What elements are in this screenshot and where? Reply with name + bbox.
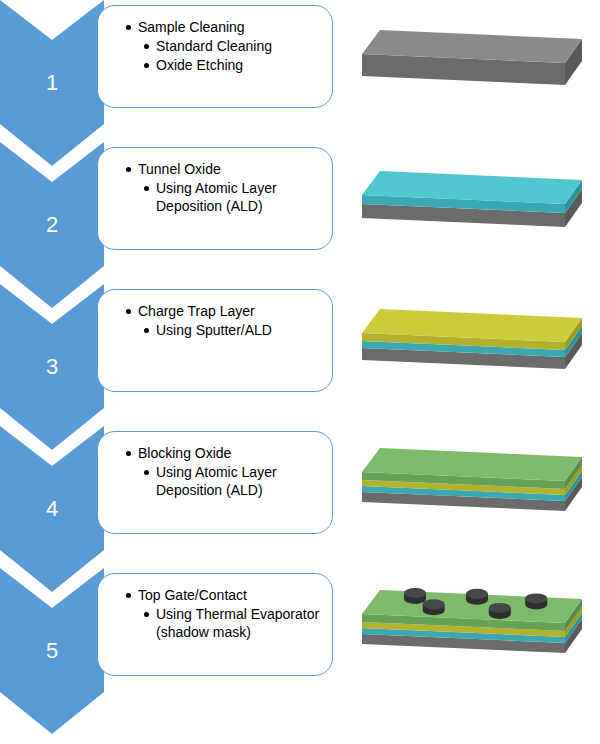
bullet-text: Standard Cleaning — [156, 38, 272, 54]
layer-stack — [362, 309, 582, 369]
bullet-dot — [126, 309, 131, 314]
step-detail: Standard Cleaning — [156, 37, 320, 55]
bullet-text: Tunnel Oxide — [138, 161, 221, 177]
step-detail: Oxide Etching — [156, 56, 320, 74]
step-detail: Using Thermal Evaporator (shadow mask) — [156, 605, 320, 641]
bullet-dot — [144, 470, 149, 475]
step-chevron: 3 — [0, 284, 104, 450]
contact-top — [525, 593, 547, 603]
step-heading: Tunnel Oxide — [138, 160, 320, 178]
step-chevron: 5 — [0, 568, 104, 734]
layer-stack — [362, 30, 582, 85]
step-number: 5 — [0, 638, 104, 664]
bullet-text: Using Thermal Evaporator (shadow mask) — [156, 606, 319, 640]
step-heading: Charge Trap Layer — [138, 302, 320, 320]
contact-top — [423, 599, 445, 609]
bullet-text: Charge Trap Layer — [138, 303, 255, 319]
step-chevron: 4 — [0, 426, 104, 592]
bullet-dot — [144, 612, 149, 617]
chevron-fill — [0, 426, 104, 592]
layer-stack — [362, 448, 582, 511]
step-number: 2 — [0, 212, 104, 238]
step-box: Sample CleaningStandard CleaningOxide Et… — [97, 5, 333, 108]
bullet-dot — [126, 451, 131, 456]
bullet-dot — [144, 328, 149, 333]
step-detail: Using Atomic Layer Deposition (ALD) — [156, 463, 320, 499]
step-box: Blocking OxideUsing Atomic Layer Deposit… — [97, 431, 333, 534]
bullet-text: Using Sputter/ALD — [156, 322, 272, 338]
layer-top — [362, 171, 582, 204]
bullet-dot — [144, 186, 149, 191]
step-number: 3 — [0, 354, 104, 380]
layer-stack — [362, 171, 582, 227]
layer-top — [362, 309, 582, 342]
step-detail: Using Sputter/ALD — [156, 321, 320, 339]
step-chevron: 1 — [0, 0, 104, 166]
bullet-text: Sample Cleaning — [138, 19, 245, 35]
step-chevron: 2 — [0, 142, 104, 308]
bullet-text: Using Atomic Layer Deposition (ALD) — [156, 464, 277, 498]
contact-top — [404, 588, 426, 598]
bullet-dot — [126, 25, 131, 30]
step-box: Charge Trap LayerUsing Sputter/ALD — [97, 289, 333, 392]
bullet-text: Blocking Oxide — [138, 445, 231, 461]
layer-top — [362, 30, 582, 63]
contact-top — [489, 603, 511, 613]
step-box: Tunnel OxideUsing Atomic Layer Depositio… — [97, 147, 333, 250]
contact-top — [466, 589, 488, 599]
bullet-dot — [126, 167, 131, 172]
step-number: 1 — [0, 70, 104, 96]
step-box: Top Gate/ContactUsing Thermal Evaporator… — [97, 573, 333, 676]
layer-stack — [362, 588, 582, 653]
chevron-fill — [0, 0, 104, 166]
bullet-text: Using Atomic Layer Deposition (ALD) — [156, 180, 277, 214]
chevron-fill — [0, 568, 104, 734]
layer-top — [362, 448, 582, 481]
bullet-text: Oxide Etching — [156, 57, 243, 73]
step-heading: Sample Cleaning — [138, 18, 320, 36]
chevron-fill — [0, 142, 104, 308]
chevron-fill — [0, 284, 104, 450]
step-heading: Top Gate/Contact — [138, 586, 320, 604]
bullet-dot — [126, 593, 131, 598]
bullet-dot — [144, 63, 149, 68]
step-heading: Blocking Oxide — [138, 444, 320, 462]
step-number: 4 — [0, 496, 104, 522]
bullet-dot — [144, 44, 149, 49]
bullet-text: Top Gate/Contact — [138, 587, 247, 603]
step-detail: Using Atomic Layer Deposition (ALD) — [156, 179, 320, 215]
